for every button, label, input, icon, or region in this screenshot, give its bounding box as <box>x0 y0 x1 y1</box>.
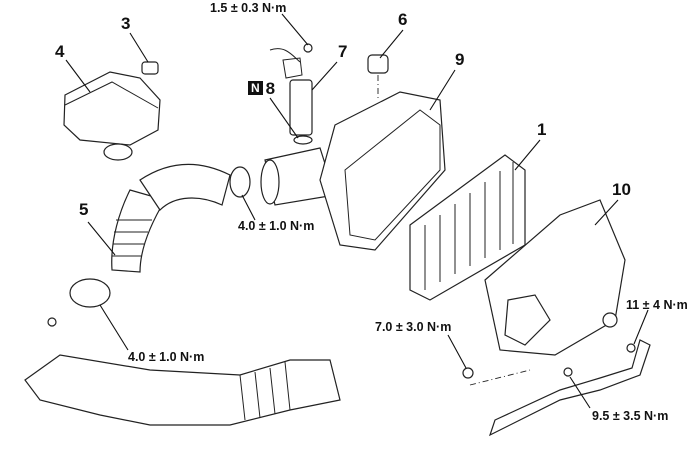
o-ring-8 <box>293 135 313 145</box>
clamp-upper <box>229 166 251 198</box>
sensor-screw <box>303 43 313 53</box>
tube-opening <box>260 159 280 205</box>
callout-1: 1 <box>537 120 547 139</box>
torque-label-bolt-left: 7.0 ± 3.0 N·m <box>375 320 452 334</box>
air-cleaner-cover <box>319 91 446 251</box>
case-outlet <box>504 294 551 346</box>
new-part-badge: N <box>248 81 263 95</box>
callout-9: 9 <box>455 50 465 69</box>
duct-bellows <box>239 361 291 421</box>
callout-7: 7 <box>338 42 348 61</box>
intake-duct <box>139 163 231 211</box>
callout-10: 10 <box>612 180 631 199</box>
clip-3 <box>141 61 159 75</box>
filter-pleats <box>424 162 514 290</box>
airflow-sensor <box>289 79 313 136</box>
hose-ribs <box>112 219 152 257</box>
bolt-7 <box>462 367 474 379</box>
clamp-lower <box>69 278 111 308</box>
callout-4: 4 <box>55 42 65 61</box>
sensor-connector <box>269 48 303 79</box>
cover-frame <box>344 109 441 241</box>
torque-label-bolt-bottom: 9.5 ± 3.5 N·m <box>592 409 669 423</box>
resonator <box>63 71 161 146</box>
intake-temp-sensor <box>367 54 389 74</box>
torque-label-sensor-screw: 1.5 ± 0.3 N·m <box>210 1 287 15</box>
air-intake-duct <box>24 354 341 426</box>
callout-8-number: 8 <box>265 79 276 98</box>
torque-label-clamp-upper: 4.0 ± 1.0 N·m <box>238 219 315 233</box>
resonator-neck <box>103 143 133 161</box>
centerline-7 <box>469 369 531 386</box>
torque-label-nut-right: 11 ± 4 N·m <box>626 298 688 312</box>
nut-11 <box>626 343 636 353</box>
resonator-edge <box>64 81 159 109</box>
torque-label-clamp-lower: 4.0 ± 1.0 N·m <box>128 350 205 364</box>
leader-lines <box>65 13 649 409</box>
callout-5: 5 <box>79 200 89 219</box>
air-hose <box>111 189 166 273</box>
callout-3: 3 <box>121 14 131 33</box>
callout-6: 6 <box>398 10 408 29</box>
case-grommet <box>602 312 618 328</box>
bracket <box>488 339 651 437</box>
bolt-9 <box>563 367 573 377</box>
duct-bolt <box>47 317 57 327</box>
